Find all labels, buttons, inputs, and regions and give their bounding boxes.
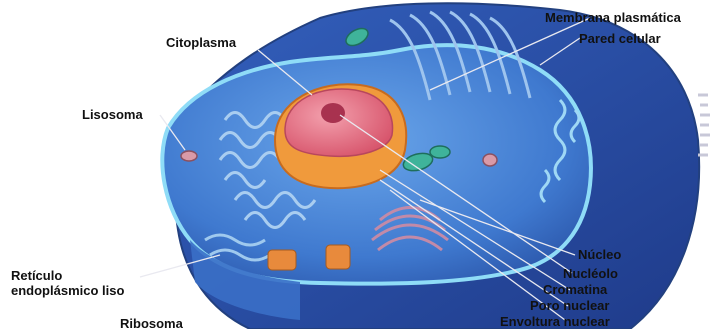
label-citoplasma: Citoplasma [166,35,236,50]
nucleus [275,84,406,188]
label-cromatina: Cromatina [543,282,607,297]
label-nucleolo: Nucléolo [563,266,618,281]
label-envoltura-nuclear: Envoltura nuclear [500,314,610,329]
label-nucleo: Núcleo [578,247,621,262]
label-pared-celular: Pared celular [579,31,661,46]
label-membrana-plasmatica: Membrana plasmática [545,10,681,25]
microvilli [698,95,710,155]
nucleolus [321,103,345,123]
label-reticulo-line1: Retículo [11,268,62,283]
label-poro-nuclear: Poro nuclear [530,298,609,313]
label-reticulo-line2: endoplásmico liso [11,283,124,298]
label-lisosoma: Lisosoma [82,107,143,122]
